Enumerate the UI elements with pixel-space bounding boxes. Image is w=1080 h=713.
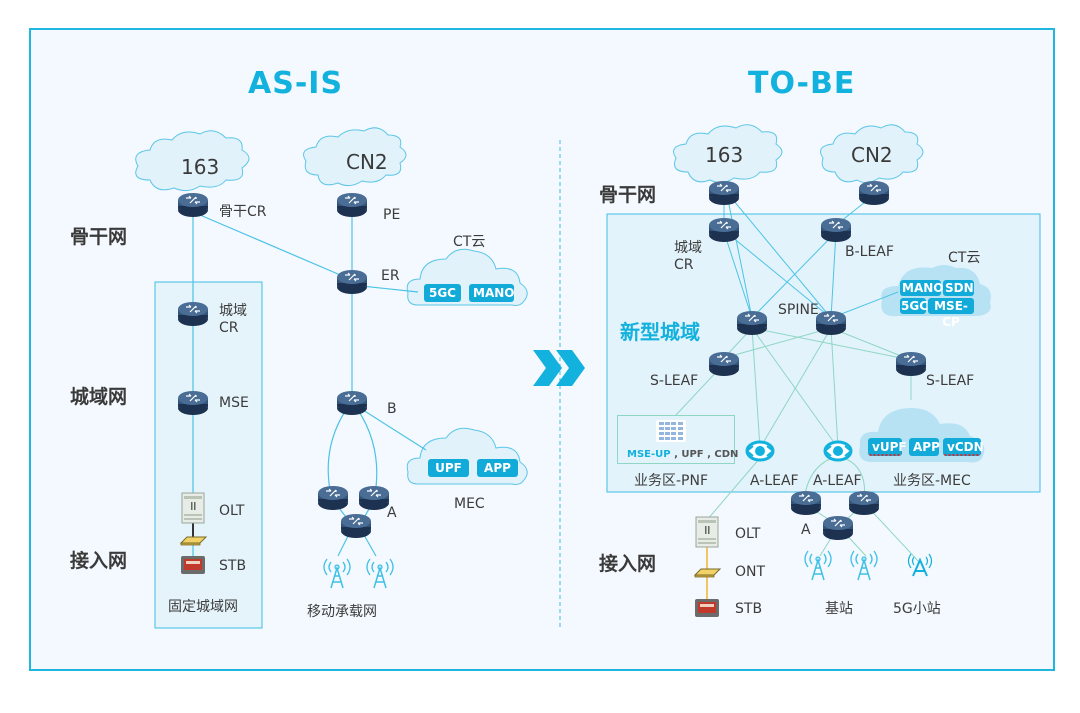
- node-metro-cr-label-line2: CR: [219, 320, 239, 336]
- chip-mano: MANO: [900, 280, 944, 296]
- chip-app: APP: [909, 438, 940, 456]
- router-a-right: [358, 485, 390, 511]
- router-backbone-cr: [177, 192, 209, 218]
- a-leaf-icon: [823, 440, 853, 462]
- router-pe: [336, 192, 368, 218]
- layer-access-label: 接入网: [70, 550, 128, 572]
- router-spine-2: [815, 310, 847, 336]
- fixed-metro-label: 固定城域网: [168, 599, 238, 615]
- router-er: [336, 269, 368, 295]
- to-be-title: TO-BE: [748, 66, 856, 101]
- chip-vupf: vUPF: [868, 438, 907, 456]
- ont-icon: [694, 568, 721, 578]
- ct-cloud-label: CT云: [453, 234, 486, 250]
- node-metro-cr-label-line2: CR: [674, 257, 694, 273]
- zone-mec-label: 业务区-MEC: [893, 473, 971, 489]
- router-b: [336, 390, 368, 416]
- router-cn2-edge: [858, 180, 890, 206]
- mobile-bearer-label: 移动承载网: [307, 604, 377, 620]
- node-stb-label: STB: [735, 601, 763, 617]
- node-s-leaf-left-label: S-LEAF: [650, 373, 699, 389]
- ct-cloud-label: CT云: [948, 250, 981, 266]
- router-spine-1: [736, 310, 768, 336]
- base-station-label: 基站: [825, 601, 853, 617]
- node-b-leaf-label: B-LEAF: [845, 244, 894, 260]
- fixed-metro-box: [154, 281, 263, 629]
- base-station-icon: [366, 558, 394, 589]
- router-a-bottom: [822, 515, 854, 541]
- layer-backbone-label: 骨干网: [599, 184, 657, 206]
- pnf-box: [617, 415, 735, 464]
- router-a-left: [790, 490, 822, 516]
- chip-sdn: SDN: [943, 280, 974, 296]
- node-spine-label: SPINE: [778, 302, 819, 318]
- router-s-leaf-left: [708, 351, 740, 377]
- a-leaf-icon: [745, 440, 775, 462]
- chip-mano: MANO: [469, 284, 514, 302]
- base-station-icon: [850, 550, 878, 581]
- node-er-label: ER: [381, 268, 400, 284]
- router-b-leaf: [820, 217, 852, 243]
- node-olt-label: OLT: [735, 526, 761, 542]
- layer-metro-label: 城域网: [70, 386, 128, 408]
- pnf-rest: , UPF , CDN: [670, 449, 739, 460]
- chip-upf: UPF: [428, 459, 469, 477]
- olt-icon: [181, 492, 205, 524]
- node-a-label: A: [387, 505, 397, 521]
- chip-vcdn: vCDN: [943, 438, 984, 456]
- server-rack-icon: [656, 420, 686, 442]
- router-mse: [177, 390, 209, 416]
- cloud-163-label: 163: [705, 143, 744, 167]
- cloud-163-label: 163: [181, 155, 220, 179]
- pnf-box-text: MSE-UP , UPF , CDN: [627, 449, 738, 460]
- cloud-cn2-label: CN2: [851, 143, 893, 167]
- mec-label: MEC: [454, 496, 485, 512]
- router-metro-cr: [177, 301, 209, 327]
- small-cell-label: 5G小站: [893, 601, 941, 617]
- cloud-cn2-as-is: [303, 127, 407, 187]
- base-station-icon: [804, 550, 832, 581]
- new-metro-label: 新型城域: [620, 320, 700, 344]
- node-metro-cr-label-line1: 城域: [219, 303, 247, 319]
- stb-icon: [695, 599, 719, 617]
- router-163-edge: [708, 180, 740, 206]
- node-olt-label: OLT: [219, 503, 245, 519]
- node-pe-label: PE: [383, 207, 401, 223]
- node-metro-cr-label-line1: 城域: [674, 240, 702, 256]
- node-backbone-cr-label: 骨干CR: [219, 204, 267, 220]
- cloud-163-to-be: [673, 124, 783, 184]
- zone-pnf-label: 业务区-PNF: [634, 473, 709, 489]
- node-s-leaf-right-label: S-LEAF: [926, 373, 975, 389]
- chip-mse-cp: MSE-CP: [928, 298, 974, 329]
- chip-5gc: 5GC: [424, 284, 461, 302]
- small-cell-icon: [907, 553, 933, 577]
- node-b-label: B: [387, 401, 397, 417]
- node-a-leaf-2-label: A-LEAF: [813, 473, 862, 489]
- pnf-highlight: MSE-UP: [627, 449, 671, 460]
- router-s-leaf-right: [895, 351, 927, 377]
- node-stb-label: STB: [219, 558, 247, 574]
- chip-5gc: 5GC: [900, 298, 929, 314]
- node-a-label: A: [801, 522, 811, 538]
- router-a-right: [848, 490, 880, 516]
- node-mse-label: MSE: [219, 395, 249, 411]
- to-be-backbone-links: [723, 194, 899, 319]
- layer-access-label: 接入网: [599, 553, 657, 575]
- router-metro-cr: [708, 217, 740, 243]
- router-a-left: [317, 485, 349, 511]
- stb-icon: [181, 556, 205, 574]
- node-ont-label: ONT: [735, 564, 766, 580]
- chip-app: APP: [477, 459, 518, 477]
- node-a-leaf-1-label: A-LEAF: [750, 473, 799, 489]
- cloud-163-as-is: [135, 130, 250, 192]
- cloud-cn2-label: CN2: [346, 150, 388, 174]
- layer-backbone-label: 骨干网: [70, 226, 128, 248]
- router-a-bottom: [340, 513, 372, 539]
- olt-icon: [695, 516, 719, 548]
- cloud-cn2-to-be: [820, 124, 924, 184]
- as-is-title: AS-IS: [248, 66, 344, 101]
- base-station-icon: [323, 558, 351, 589]
- double-chevron-right-icon: [533, 350, 585, 386]
